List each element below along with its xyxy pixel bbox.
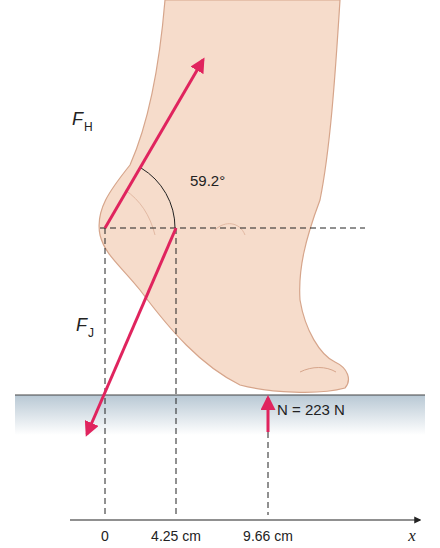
ground-line (15, 394, 425, 395)
force-vector (267, 398, 270, 432)
angle-label: 59.2° (190, 173, 225, 188)
ground-band (15, 395, 425, 435)
ankle-bone (215, 224, 245, 235)
force-subscript: H (84, 121, 93, 133)
vertical-guide (105, 228, 106, 515)
force-vector (87, 228, 176, 434)
force-value: N = 223 N (277, 402, 345, 417)
horizontal-guide (100, 228, 365, 229)
x-axis (70, 519, 420, 520)
force-symbol: F (76, 316, 87, 334)
angle-arc (141, 168, 175, 228)
force-vector (105, 60, 203, 228)
axis-tick-label: 9.66 cm (243, 529, 293, 543)
force-symbol: F (72, 110, 83, 128)
axis-tick-label: 0 (101, 529, 109, 543)
foot-outline (99, 0, 348, 392)
vertical-guide (268, 432, 269, 515)
vertical-guide (176, 228, 177, 515)
force-subscript: J (88, 327, 94, 339)
toenail (300, 368, 336, 373)
axis-name: x (408, 527, 416, 544)
axis-tick-label: 4.25 cm (151, 529, 201, 543)
